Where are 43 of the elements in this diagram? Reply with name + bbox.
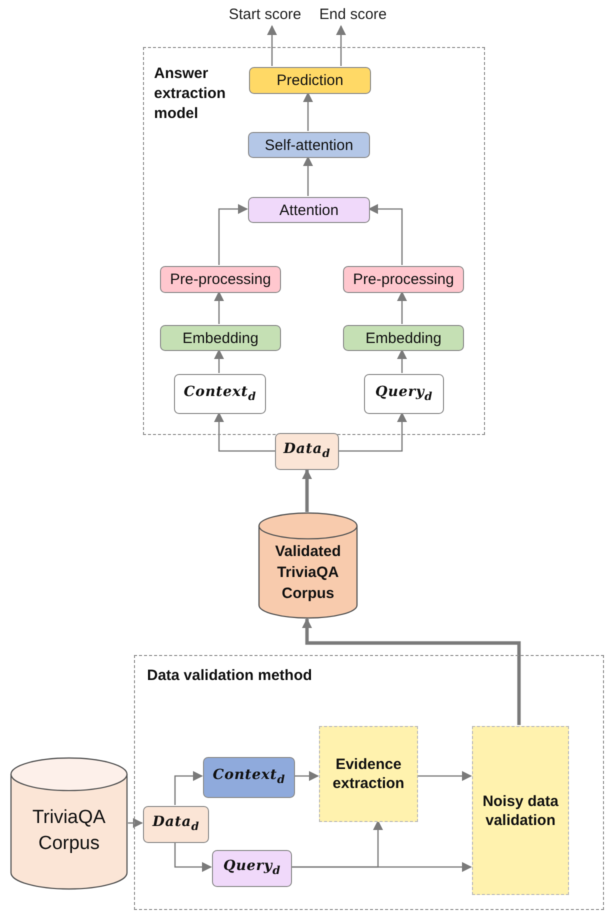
output-label: End score (310, 4, 396, 26)
arrow (336, 25, 346, 66)
process-box: Pre-processing (343, 266, 464, 293)
arrow (397, 291, 407, 324)
arrow (128, 818, 143, 828)
dashed-group-frame (143, 47, 485, 435)
process-box: Context$_{d}$ (174, 374, 266, 414)
arrow (302, 469, 312, 512)
arrow (291, 862, 472, 872)
arrow (339, 412, 407, 452)
dashed-process-box: Noisy data validation (472, 726, 569, 895)
process-box: Pre-processing (160, 266, 281, 293)
database-cylinder: Validated TriviaQA Corpus (258, 512, 358, 619)
process-box: Data$_{d}$ (143, 806, 209, 843)
dashed-process-box: Evidence extraction (319, 726, 418, 822)
arrow (174, 771, 203, 805)
group-title: Answer extraction model (154, 64, 227, 124)
dashed-group-frame (134, 655, 604, 910)
process-box: Data$_{d}$ (275, 433, 339, 470)
arrow (214, 291, 224, 324)
arrow (267, 25, 277, 66)
process-box: Context$_{d}$ (203, 757, 295, 798)
arrow (303, 156, 313, 196)
arrow (417, 771, 472, 781)
arrow (302, 618, 521, 725)
arrow (303, 92, 313, 131)
arrow (368, 204, 403, 265)
arrow (174, 842, 212, 872)
database-cylinder: TriviaQA Corpus (10, 757, 128, 890)
arrow (218, 204, 248, 265)
process-box: Query$_{d}$ (212, 850, 292, 887)
group-title: Data validation method (147, 666, 314, 686)
arrow (294, 771, 319, 781)
process-box: Embedding (160, 325, 281, 351)
process-box: Self-attention (248, 132, 370, 158)
process-box: Query$_{d}$ (364, 374, 444, 414)
process-box: Embedding (343, 325, 464, 351)
process-box: Prediction (249, 67, 371, 94)
output-label: Start score (222, 4, 308, 26)
process-box: Attention (248, 197, 370, 223)
arrow (214, 412, 275, 452)
arrow (397, 349, 407, 373)
arrow (214, 349, 224, 373)
